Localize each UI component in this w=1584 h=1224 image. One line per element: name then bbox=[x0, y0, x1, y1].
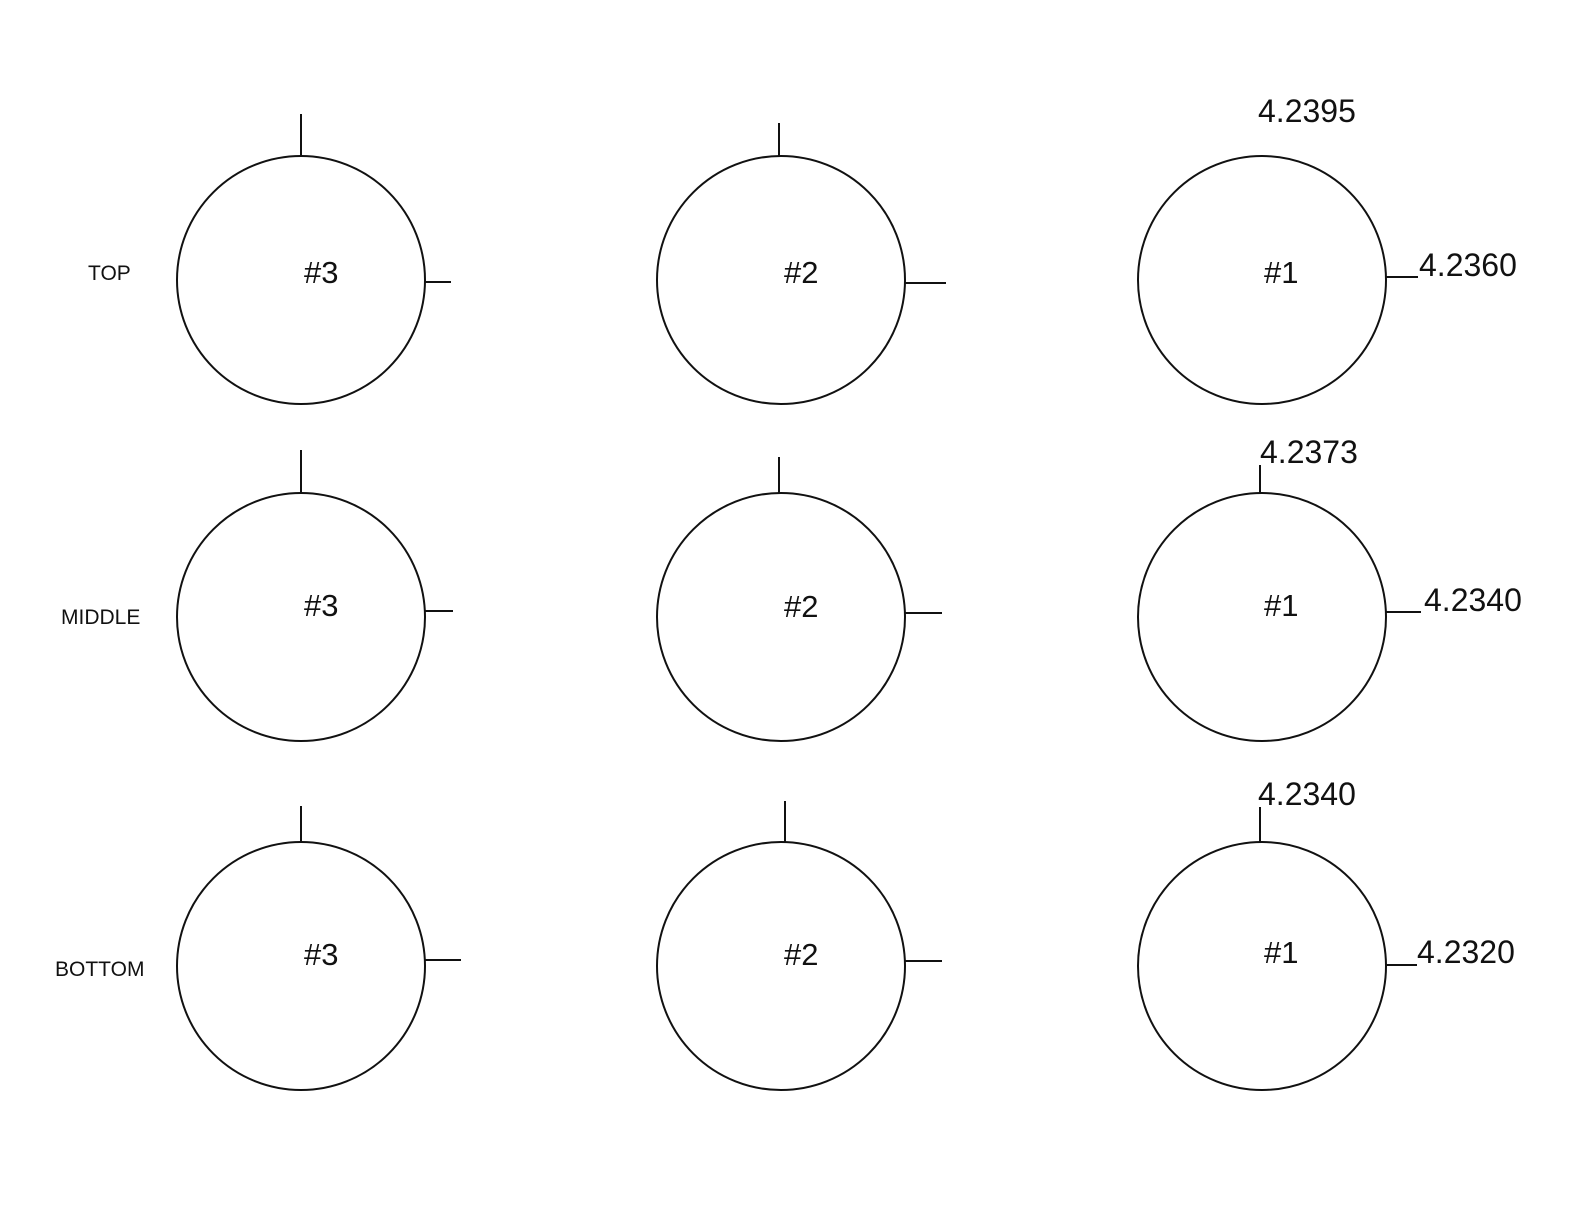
circle-label: #1 bbox=[1264, 588, 1298, 623]
top-measurement: 4.2395 bbox=[1258, 93, 1356, 129]
top-measurement: 4.2340 bbox=[1258, 776, 1356, 812]
row-label-top: TOP bbox=[88, 262, 131, 285]
circle-middle-2: #2 bbox=[656, 457, 942, 742]
circle-outline bbox=[1137, 841, 1387, 1091]
circle-outline bbox=[656, 492, 906, 742]
circle-outline bbox=[176, 155, 426, 405]
circle-label: #2 bbox=[784, 589, 818, 624]
side-measurement: 4.2340 bbox=[1424, 582, 1522, 618]
circle-label: #2 bbox=[784, 255, 818, 290]
circle-outline bbox=[176, 492, 426, 742]
circle-bottom-3: #3 bbox=[176, 806, 461, 1091]
circle-outline bbox=[656, 155, 906, 405]
circle-label: #3 bbox=[304, 255, 338, 290]
circle-label: #1 bbox=[1264, 255, 1298, 290]
circle-top-1: #1 4.2395 4.2360 bbox=[1137, 93, 1517, 405]
circle-bottom-2: #2 bbox=[656, 801, 942, 1091]
side-measurement: 4.2320 bbox=[1417, 934, 1515, 970]
circle-top-2: #2 bbox=[656, 123, 946, 405]
circle-label: #1 bbox=[1264, 935, 1298, 970]
circle-outline bbox=[1137, 492, 1387, 742]
circle-outline bbox=[1137, 155, 1387, 405]
circle-top-3: #3 bbox=[176, 114, 451, 405]
side-measurement: 4.2360 bbox=[1419, 247, 1517, 283]
row-label-middle: MIDDLE bbox=[61, 606, 140, 629]
circle-label: #3 bbox=[304, 588, 338, 623]
circle-label: #3 bbox=[304, 937, 338, 972]
circle-outline bbox=[656, 841, 906, 1091]
top-measurement: 4.2373 bbox=[1260, 434, 1358, 470]
circle-outline bbox=[176, 841, 426, 1091]
circle-middle-1: #1 4.2373 4.2340 bbox=[1137, 434, 1522, 742]
circle-middle-3: #3 bbox=[176, 450, 453, 742]
circle-label: #2 bbox=[784, 937, 818, 972]
row-label-bottom: BOTTOM bbox=[55, 958, 144, 981]
circle-bottom-1: #1 4.2340 4.2320 bbox=[1137, 776, 1515, 1091]
